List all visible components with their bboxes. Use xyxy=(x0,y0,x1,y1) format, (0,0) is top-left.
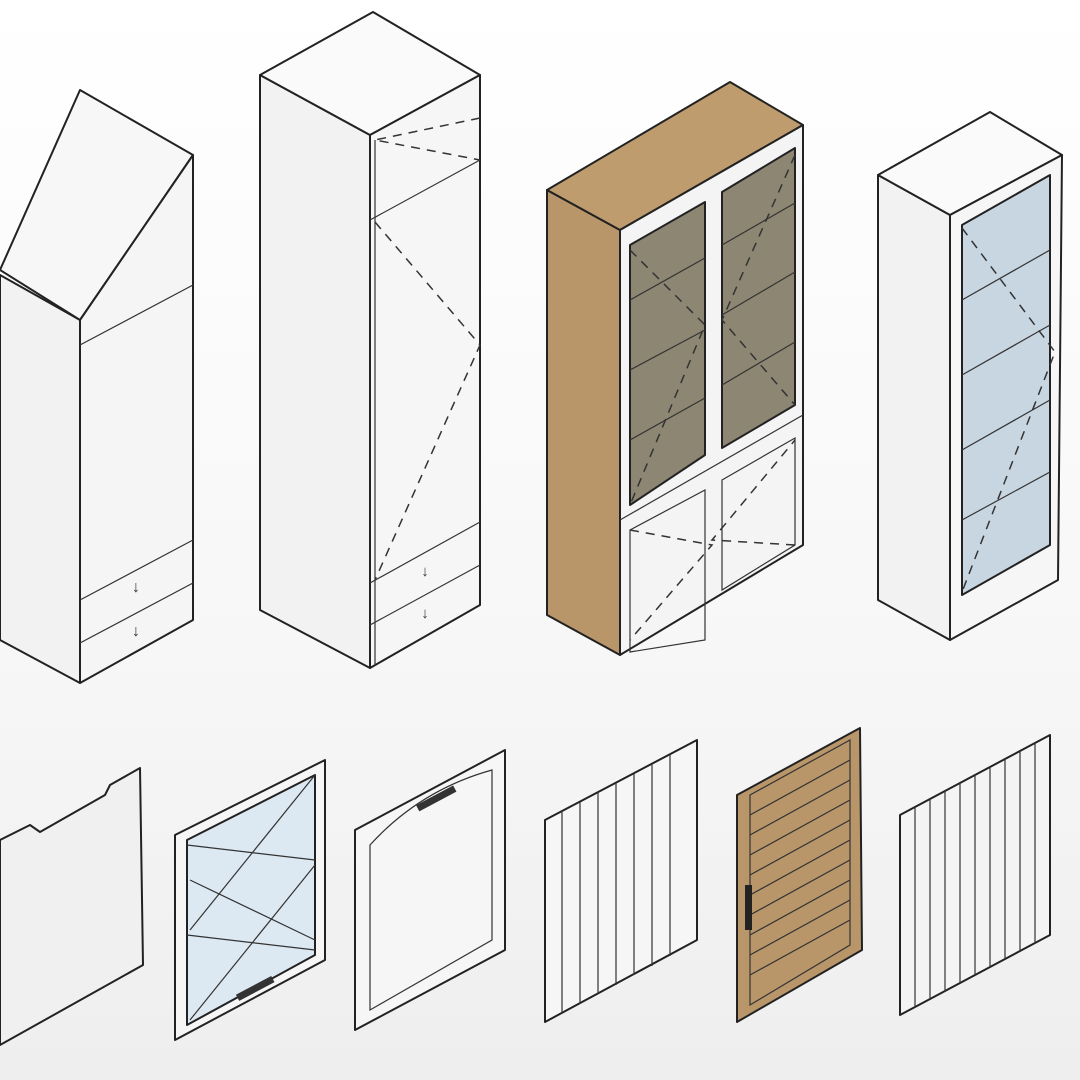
drawer-arrow-icon: ↓ xyxy=(132,623,140,640)
door-handle-icon xyxy=(416,785,457,812)
glass-cross-door-panel xyxy=(174,759,326,1041)
door-handle-icon xyxy=(745,885,752,930)
drawer-arrow-icon: ↓ xyxy=(421,563,429,580)
drawer-arrow-icon: ↓ xyxy=(421,605,429,622)
drawer-arrow-icon: ↓ xyxy=(132,579,140,596)
slanted-top-cabinet: ↓ ↓ xyxy=(0,89,194,684)
vertical-slat-door-panel xyxy=(544,739,698,1023)
wood-glass-door-cabinet xyxy=(546,81,804,656)
arched-door-panel xyxy=(354,749,506,1031)
louvered-wood-door-panel xyxy=(736,727,863,1023)
plain-door-panel xyxy=(0,767,144,1046)
glass-display-cabinet xyxy=(877,111,1063,641)
fluted-door-panel xyxy=(899,734,1051,1016)
tall-wardrobe-cabinet: ↓ ↓ xyxy=(259,11,481,669)
door-handle-icon xyxy=(235,975,275,1001)
